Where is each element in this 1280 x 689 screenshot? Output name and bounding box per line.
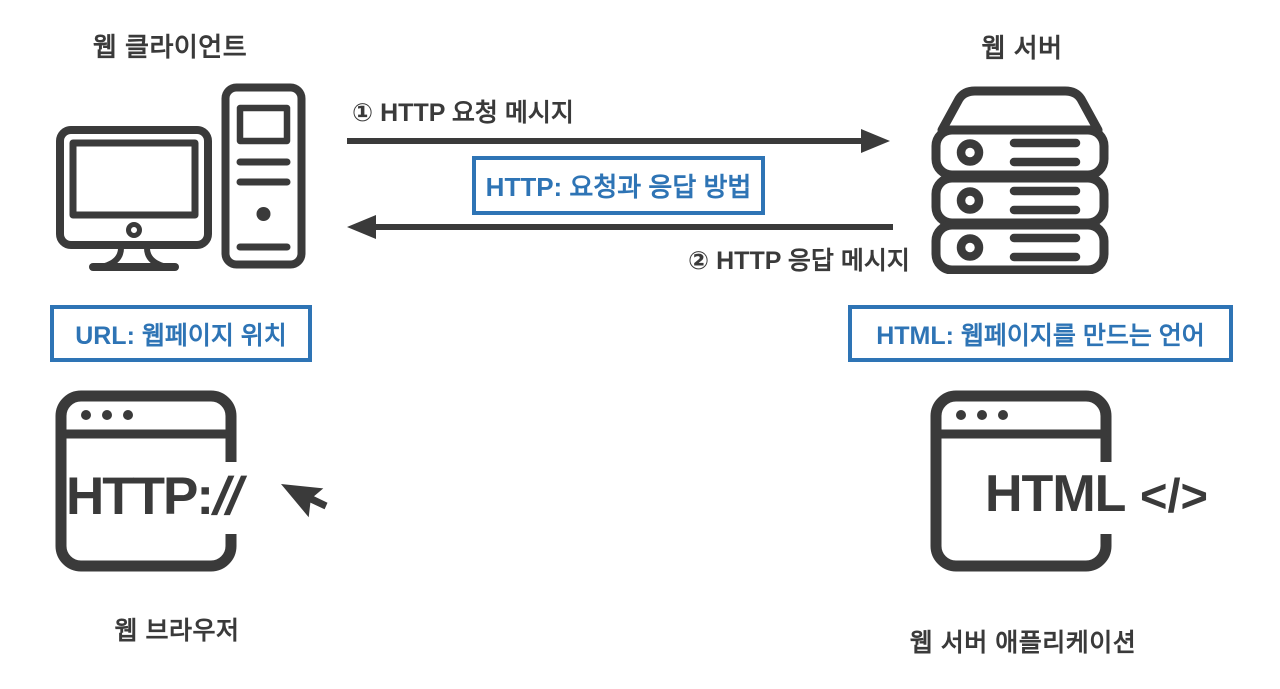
http-request-label: ① HTTP 요청 메시지 <box>352 99 574 127</box>
http-url-text-slashes: // <box>207 467 248 526</box>
desktop-tower-icon <box>221 83 306 269</box>
desktop-monitor-icon <box>56 126 212 271</box>
html-note-box: HTML: 웹페이지를 만드는 언어 <box>848 305 1233 362</box>
webapp-window-icon <box>930 390 1112 572</box>
http-url-text: HTTP:// <box>66 467 248 526</box>
web-browser-caption: 웹 브라우저 <box>114 617 240 645</box>
web-client-title: 웹 클라이언트 <box>92 32 248 62</box>
code-tag-icon: </> <box>1140 469 1208 522</box>
request-arrowhead-icon <box>861 129 890 153</box>
mouse-cursor-icon <box>281 484 328 518</box>
request-arrow-line <box>347 138 863 144</box>
http-url-text-main: HTTP: <box>66 467 214 526</box>
http-note-box: HTTP: 요청과 응답 방법 <box>472 156 765 215</box>
url-note-box: URL: 웹페이지 위치 <box>50 305 312 362</box>
browser-window-icon <box>55 390 237 572</box>
response-arrow-line <box>374 224 893 230</box>
response-arrowhead-icon <box>347 215 376 239</box>
server-stack-icon <box>931 86 1109 274</box>
web-server-title: 웹 서버 <box>981 33 1063 63</box>
html-window-text: HTML <box>985 465 1126 523</box>
http-response-label: ② HTTP 응답 메시지 <box>688 247 910 275</box>
webapp-caption: 웹 서버 애플리케이션 <box>909 629 1137 657</box>
